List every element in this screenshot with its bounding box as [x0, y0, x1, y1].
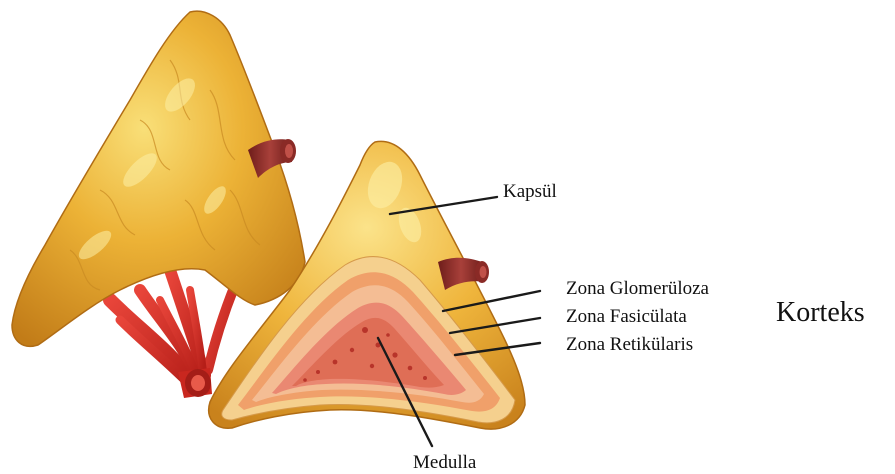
medulla-label: Medulla — [413, 452, 477, 473]
korteks-label: Korteks — [776, 297, 865, 328]
left-gland-artery-stub — [178, 368, 212, 398]
zona-fasiculata-label: Zona Fasicülata — [566, 306, 687, 327]
left-gland-body — [12, 11, 305, 346]
left-gland-arteries — [110, 270, 235, 385]
zona-retikularis-label: Zona Retikülaris — [566, 334, 693, 355]
kapsul-label: Kapsül — [503, 181, 557, 202]
zona-glomeruloza-label: Zona Glomerüloza — [566, 278, 710, 299]
